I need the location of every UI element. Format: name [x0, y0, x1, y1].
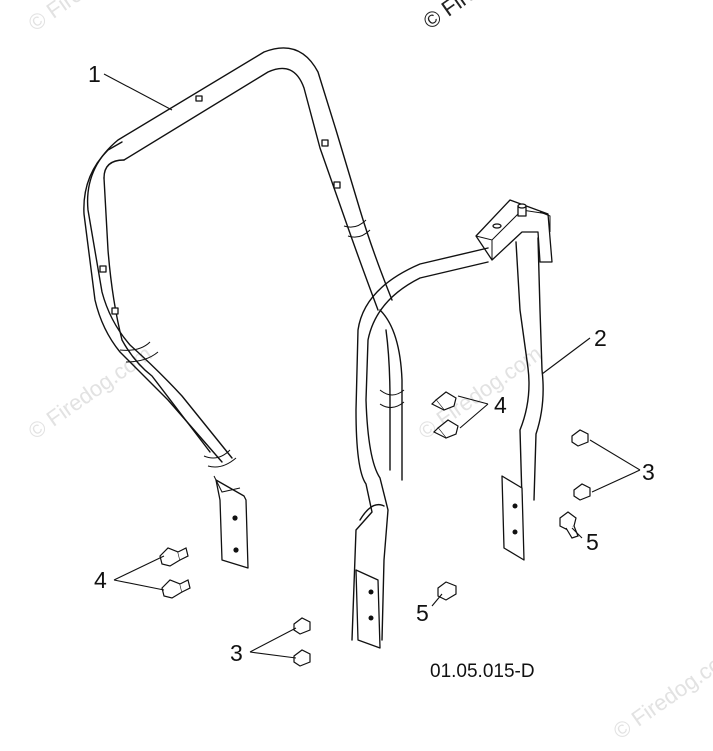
callout-2: 2 — [594, 325, 607, 351]
bolt-part-3-right — [571, 429, 591, 501]
bolt-part-5-center — [437, 581, 457, 601]
roll-bar-upper-part-1 — [83, 47, 393, 569]
watermark-text: © Firedog.com — [24, 341, 157, 444]
callout-5-right: 5 — [586, 529, 599, 555]
drawing-code: 01.05.015-D — [430, 661, 535, 682]
watermark-text: © Firedog.com — [609, 641, 713, 744]
callout-5-center: 5 — [416, 600, 429, 626]
callout-3-left: 3 — [230, 640, 243, 666]
roll-bar-lower-part-2 — [351, 199, 553, 649]
callout-4-center: 4 — [494, 392, 507, 418]
leader-lines — [103, 73, 641, 659]
bolt-part-3-left — [293, 617, 311, 667]
watermark-text: © Firedog.com — [419, 0, 552, 34]
pin-part-4-center — [430, 391, 459, 439]
watermark-text: © Firedog.com — [24, 0, 157, 36]
callout-4-left: 4 — [94, 567, 107, 593]
callout-3-right: 3 — [642, 459, 655, 485]
callout-1: 1 — [88, 61, 101, 87]
pin-part-4-left — [159, 547, 191, 599]
bolt-part-5-right — [559, 511, 579, 539]
